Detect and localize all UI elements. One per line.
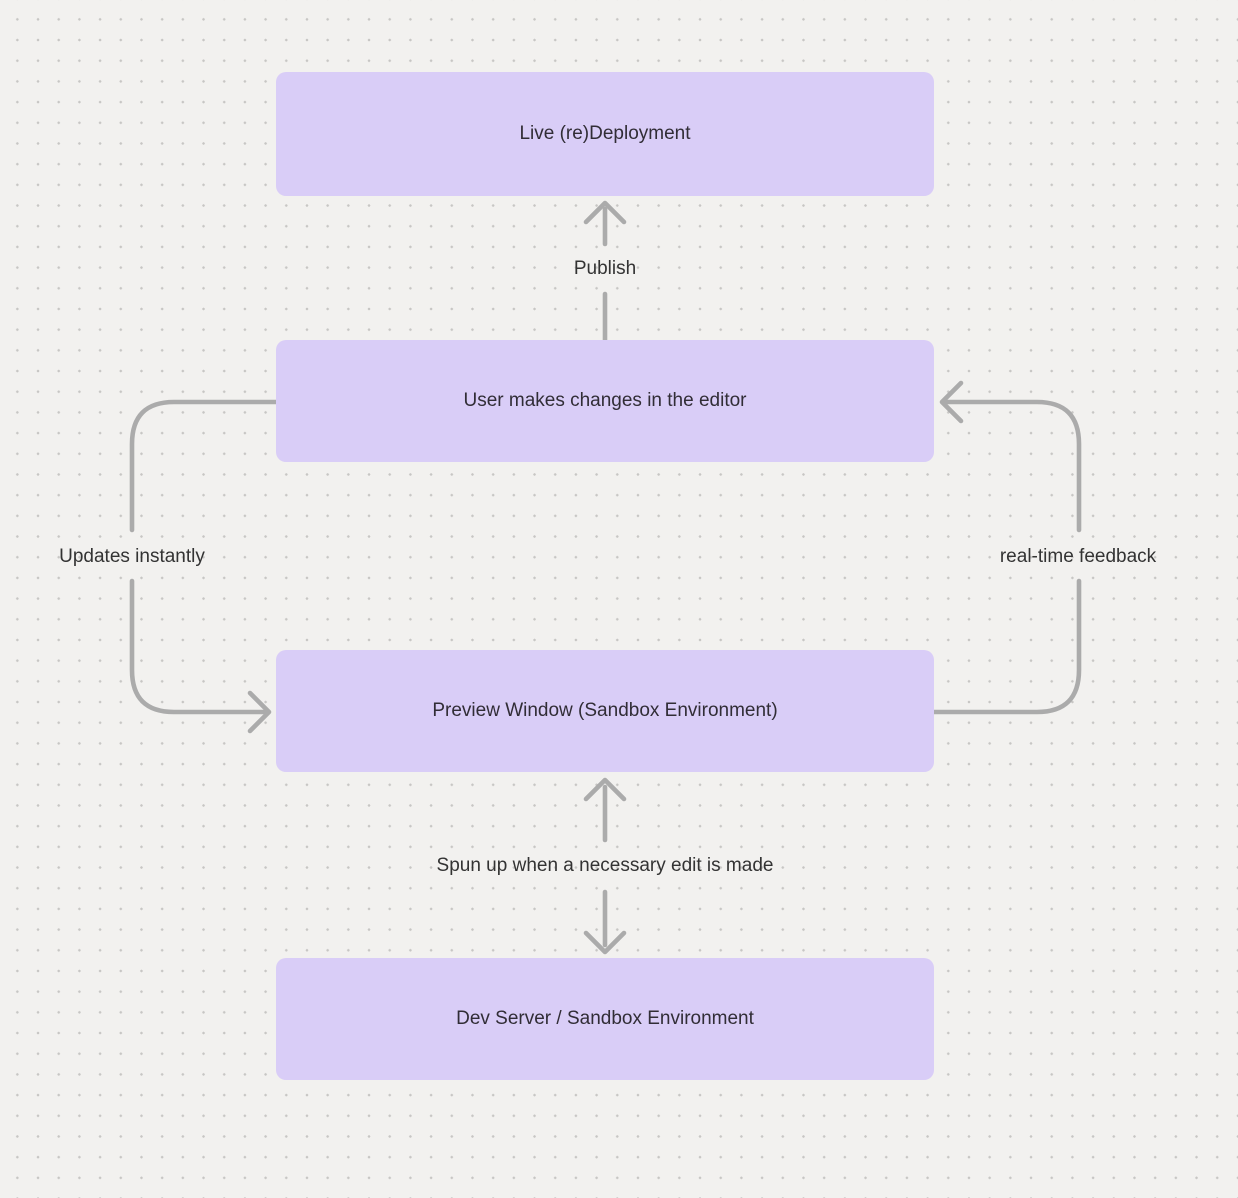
node-live-deployment: Live (re)Deployment (276, 72, 934, 196)
node-editor-label: User makes changes in the editor (463, 389, 747, 411)
node-preview-window: Preview Window (Sandbox Environment) (276, 650, 934, 772)
edge-label-updates-instantly: Updates instantly (59, 546, 205, 567)
node-live-deployment-label: Live (re)Deployment (519, 122, 691, 144)
node-preview-window-label: Preview Window (Sandbox Environment) (432, 699, 778, 721)
node-dev-server: Dev Server / Sandbox Environment (276, 958, 934, 1080)
edge-label-sandbox-sync: Spun up when a necessary edit is made (436, 855, 774, 876)
node-editor: User makes changes in the editor (276, 340, 934, 462)
edge-label-realtime-feedback: real-time feedback (999, 546, 1157, 567)
edge-label-publish: Publish (573, 258, 637, 279)
node-dev-server-label: Dev Server / Sandbox Environment (456, 1007, 754, 1029)
